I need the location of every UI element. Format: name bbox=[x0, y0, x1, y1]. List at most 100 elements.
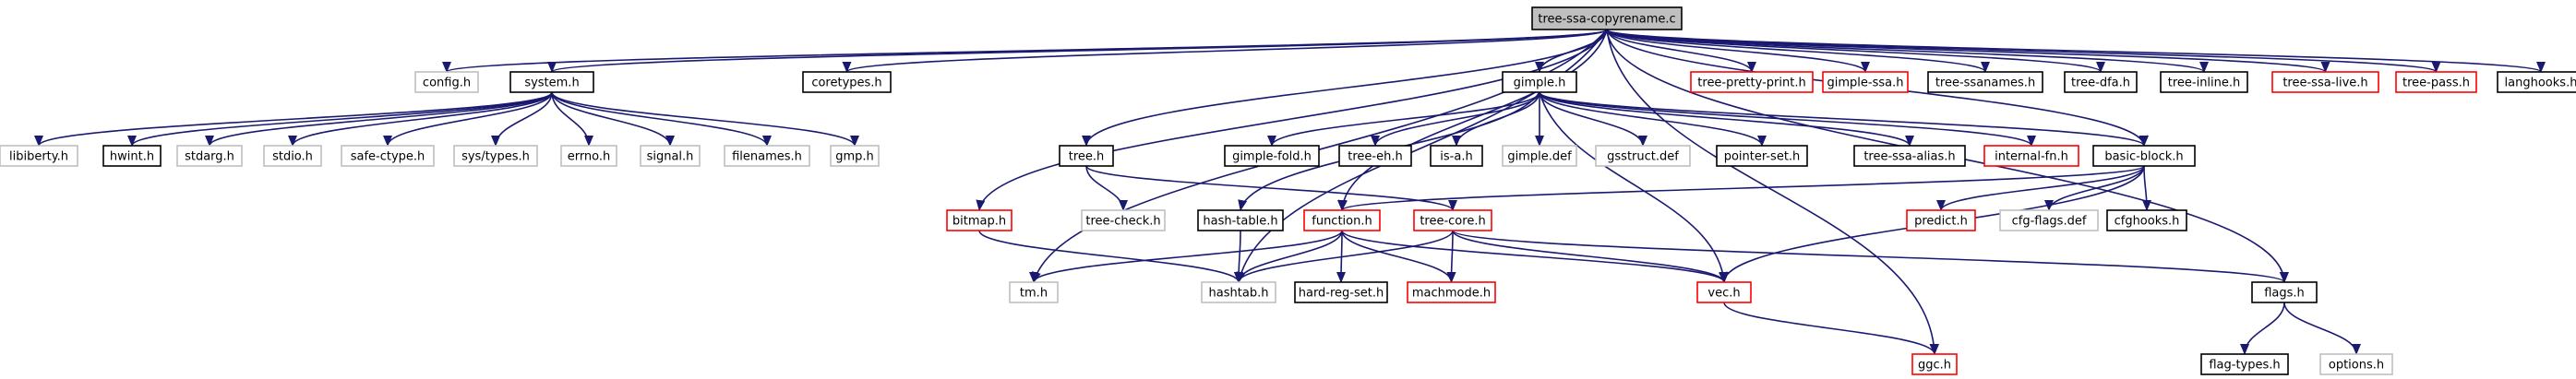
node-treeeh[interactable]: tree-eh.h bbox=[1338, 145, 1412, 167]
node-config[interactable]: config.h bbox=[414, 71, 479, 93]
node-gimplessa[interactable]: gimple-ssa.h bbox=[1822, 71, 1909, 93]
node-systypes[interactable]: sys/types.h bbox=[453, 145, 538, 167]
node-root[interactable]: tree-ssa-copyrename.c bbox=[1531, 6, 1683, 30]
node-gimplefold[interactable]: gimple-fold.h bbox=[1224, 145, 1320, 167]
node-isa[interactable]: is-a.h bbox=[1430, 145, 1483, 167]
node-box-hardregset[interactable] bbox=[1294, 281, 1388, 303]
node-box-systypes[interactable] bbox=[453, 145, 538, 167]
node-box-treepp[interactable] bbox=[1690, 71, 1814, 93]
node-box-errno[interactable] bbox=[560, 145, 617, 167]
node-treecore[interactable]: tree-core.h bbox=[1413, 209, 1492, 231]
node-box-pointerset[interactable] bbox=[1716, 145, 1808, 167]
node-errno[interactable]: errno.h bbox=[560, 145, 617, 167]
node-treessalive[interactable]: tree-ssa-live.h bbox=[2271, 71, 2379, 93]
node-system[interactable]: system.h bbox=[509, 71, 594, 93]
node-box-langhooks[interactable] bbox=[2497, 71, 2576, 93]
node-safectype[interactable]: safe-ctype.h bbox=[341, 145, 435, 167]
node-hwint[interactable]: hwint.h bbox=[102, 145, 162, 167]
node-tm[interactable]: tm.h bbox=[1009, 281, 1059, 303]
node-bitmap[interactable]: bitmap.h bbox=[946, 209, 1012, 231]
node-box-treepass[interactable] bbox=[2395, 71, 2477, 93]
node-box-signal[interactable] bbox=[640, 145, 701, 167]
node-vec[interactable]: vec.h bbox=[1696, 281, 1752, 303]
node-treessaalias[interactable]: tree-ssa-alias.h bbox=[1853, 145, 1966, 167]
node-box-treeinline[interactable] bbox=[2160, 71, 2248, 93]
node-filenames[interactable]: filenames.h bbox=[724, 145, 810, 167]
node-libiberty[interactable]: libiberty.h bbox=[0, 145, 78, 167]
node-box-config[interactable] bbox=[414, 71, 479, 93]
node-box-gimplessa[interactable] bbox=[1822, 71, 1909, 93]
node-stdarg[interactable]: stdarg.h bbox=[176, 145, 243, 167]
node-box-machmode[interactable] bbox=[1407, 281, 1496, 303]
node-coretypes[interactable]: coretypes.h bbox=[802, 71, 892, 93]
node-basicblock[interactable]: basic-block.h bbox=[2092, 145, 2196, 167]
node-langhooks[interactable]: langhooks.h bbox=[2497, 71, 2576, 93]
node-treepass[interactable]: tree-pass.h bbox=[2395, 71, 2477, 93]
node-flags[interactable]: flags.h bbox=[2251, 281, 2318, 303]
node-gmp[interactable]: gmp.h bbox=[830, 145, 880, 167]
node-box-vec[interactable] bbox=[1696, 281, 1752, 303]
node-box-stdio[interactable] bbox=[263, 145, 322, 167]
node-box-gimple[interactable] bbox=[1502, 71, 1577, 93]
node-box-treessaalias[interactable] bbox=[1853, 145, 1966, 167]
node-box-hashtable[interactable] bbox=[1197, 209, 1284, 231]
node-internalfn[interactable]: internal-fn.h bbox=[1983, 145, 2079, 167]
node-treessanames[interactable]: tree-ssanames.h bbox=[1927, 71, 2043, 93]
node-box-filenames[interactable] bbox=[724, 145, 810, 167]
node-box-isa[interactable] bbox=[1430, 145, 1483, 167]
node-box-gimpledef[interactable] bbox=[1502, 145, 1577, 167]
node-box-treedfa[interactable] bbox=[2064, 71, 2138, 93]
node-box-basicblock[interactable] bbox=[2092, 145, 2196, 167]
node-box-gmp[interactable] bbox=[830, 145, 880, 167]
node-box-root[interactable] bbox=[1531, 6, 1683, 30]
node-box-safectype[interactable] bbox=[341, 145, 435, 167]
node-gsstruct[interactable]: gsstruct.def bbox=[1595, 145, 1691, 167]
node-treepp[interactable]: tree-pretty-print.h bbox=[1690, 71, 1814, 93]
node-cfgflags[interactable]: cfg-flags.def bbox=[1999, 209, 2099, 231]
node-box-flagtypes[interactable] bbox=[2200, 353, 2289, 375]
node-box-treessanames[interactable] bbox=[1927, 71, 2043, 93]
node-box-hashtab[interactable] bbox=[1201, 281, 1276, 303]
node-box-options[interactable] bbox=[2319, 353, 2393, 375]
node-box-hwint[interactable] bbox=[102, 145, 162, 167]
node-gimple[interactable]: gimple.h bbox=[1502, 71, 1577, 93]
node-signal[interactable]: signal.h bbox=[640, 145, 701, 167]
node-flagtypes[interactable]: flag-types.h bbox=[2200, 353, 2289, 375]
node-box-libiberty[interactable] bbox=[0, 145, 78, 167]
node-box-coretypes[interactable] bbox=[802, 71, 892, 93]
node-box-tm[interactable] bbox=[1009, 281, 1059, 303]
node-box-cfghooks[interactable] bbox=[2106, 209, 2187, 231]
node-predict[interactable]: predict.h bbox=[1906, 209, 1976, 231]
node-function[interactable]: function.h bbox=[1303, 209, 1381, 231]
node-machmode[interactable]: machmode.h bbox=[1407, 281, 1496, 303]
node-box-flags[interactable] bbox=[2251, 281, 2318, 303]
node-treeinline[interactable]: tree-inline.h bbox=[2160, 71, 2248, 93]
node-box-internalfn[interactable] bbox=[1983, 145, 2079, 167]
node-box-tree[interactable] bbox=[1059, 145, 1114, 167]
node-box-stdarg[interactable] bbox=[176, 145, 243, 167]
node-box-function[interactable] bbox=[1303, 209, 1381, 231]
node-pointerset[interactable]: pointer-set.h bbox=[1716, 145, 1808, 167]
node-tree[interactable]: tree.h bbox=[1059, 145, 1114, 167]
node-box-bitmap[interactable] bbox=[946, 209, 1012, 231]
node-box-gimplefold[interactable] bbox=[1224, 145, 1320, 167]
node-options[interactable]: options.h bbox=[2319, 353, 2393, 375]
node-box-treecore[interactable] bbox=[1413, 209, 1492, 231]
node-box-system[interactable] bbox=[509, 71, 594, 93]
node-box-ggc[interactable] bbox=[1911, 353, 1958, 375]
node-cfghooks[interactable]: cfghooks.h bbox=[2106, 209, 2187, 231]
node-box-treeeh[interactable] bbox=[1338, 145, 1412, 167]
node-stdio[interactable]: stdio.h bbox=[263, 145, 322, 167]
node-box-gsstruct[interactable] bbox=[1595, 145, 1691, 167]
node-hashtab[interactable]: hashtab.h bbox=[1201, 281, 1276, 303]
node-ggc[interactable]: ggc.h bbox=[1911, 353, 1958, 375]
node-gimpledef[interactable]: gimple.def bbox=[1502, 145, 1577, 167]
node-treedfa[interactable]: tree-dfa.h bbox=[2064, 71, 2138, 93]
node-box-predict[interactable] bbox=[1906, 209, 1976, 231]
node-box-treessalive[interactable] bbox=[2271, 71, 2379, 93]
node-hashtable[interactable]: hash-table.h bbox=[1197, 209, 1284, 231]
node-treecheck[interactable]: tree-check.h bbox=[1081, 209, 1166, 231]
node-hardregset[interactable]: hard-reg-set.h bbox=[1294, 281, 1388, 303]
node-box-cfgflags[interactable] bbox=[1999, 209, 2099, 231]
node-box-treecheck[interactable] bbox=[1081, 209, 1166, 231]
